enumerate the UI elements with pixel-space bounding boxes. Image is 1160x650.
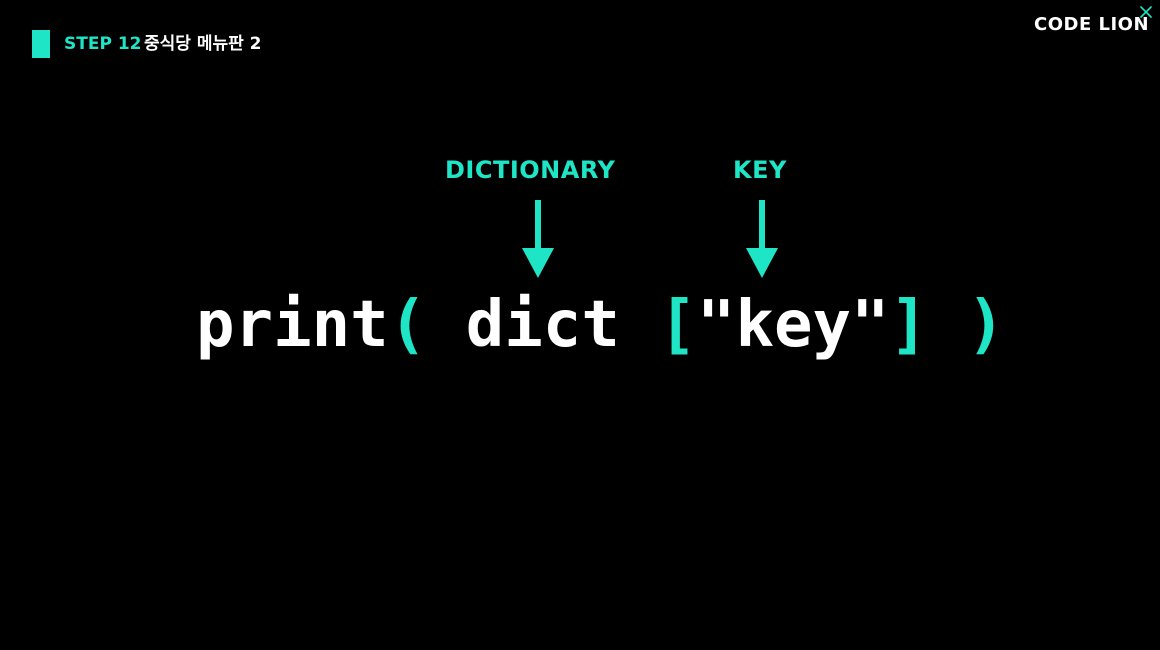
step-title: 중식당 메뉴판 2 [144,34,262,54]
code-open-paren: ( [388,288,428,362]
code-key-literal: "key" [696,288,890,362]
key-annotation-label: KEY [733,156,787,184]
code-close-bracket: ] [889,288,929,362]
code-space [620,288,659,362]
slash-mark-icon [1140,6,1152,18]
step-label: STEP 12 [64,34,142,54]
code-open-bracket: [ [658,288,697,362]
brand-logo: CODE LION [1034,14,1150,35]
code-print: print [196,288,389,362]
down-arrow-icon [522,200,554,278]
dictionary-annotation-label: DICTIONARY [445,156,616,184]
code-space [427,288,466,362]
code-close-paren: ) [966,288,1006,362]
down-arrow-icon [746,200,778,278]
code-space [928,288,967,362]
code-line: print( dict ["key"] ) [196,280,1005,370]
code-dict: dict [465,288,620,362]
step-marker [32,30,50,58]
